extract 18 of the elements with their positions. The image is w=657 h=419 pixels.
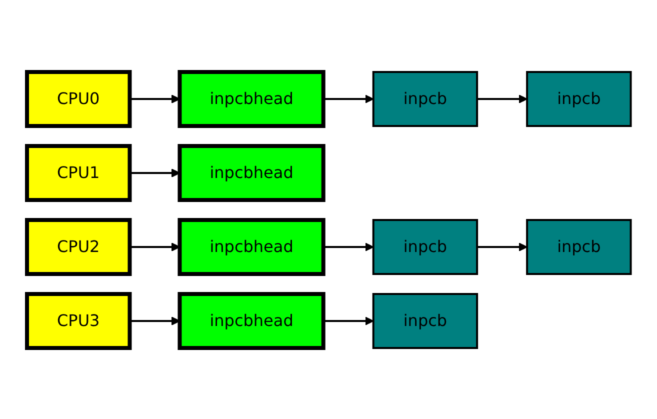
node-box: CPU1 [24, 144, 132, 202]
node-box: CPU2 [24, 218, 132, 276]
node-box: inpcbhead [177, 292, 325, 350]
node-box: inpcb [526, 70, 632, 126]
node-box: inpcb [372, 292, 478, 348]
node-box: inpcb [526, 218, 632, 274]
arrow [476, 242, 528, 251]
node-box: CPU3 [24, 292, 132, 350]
node-box: inpcbhead [177, 70, 325, 128]
node-box: inpcbhead [177, 218, 325, 276]
arrow [322, 316, 374, 325]
node-box: inpcb [372, 70, 478, 126]
arrow [322, 242, 374, 251]
arrow [476, 94, 528, 103]
node-box: inpcbhead [177, 144, 325, 202]
arrow [322, 94, 374, 103]
node-box: inpcb [372, 218, 478, 274]
node-box: CPU0 [24, 70, 132, 128]
